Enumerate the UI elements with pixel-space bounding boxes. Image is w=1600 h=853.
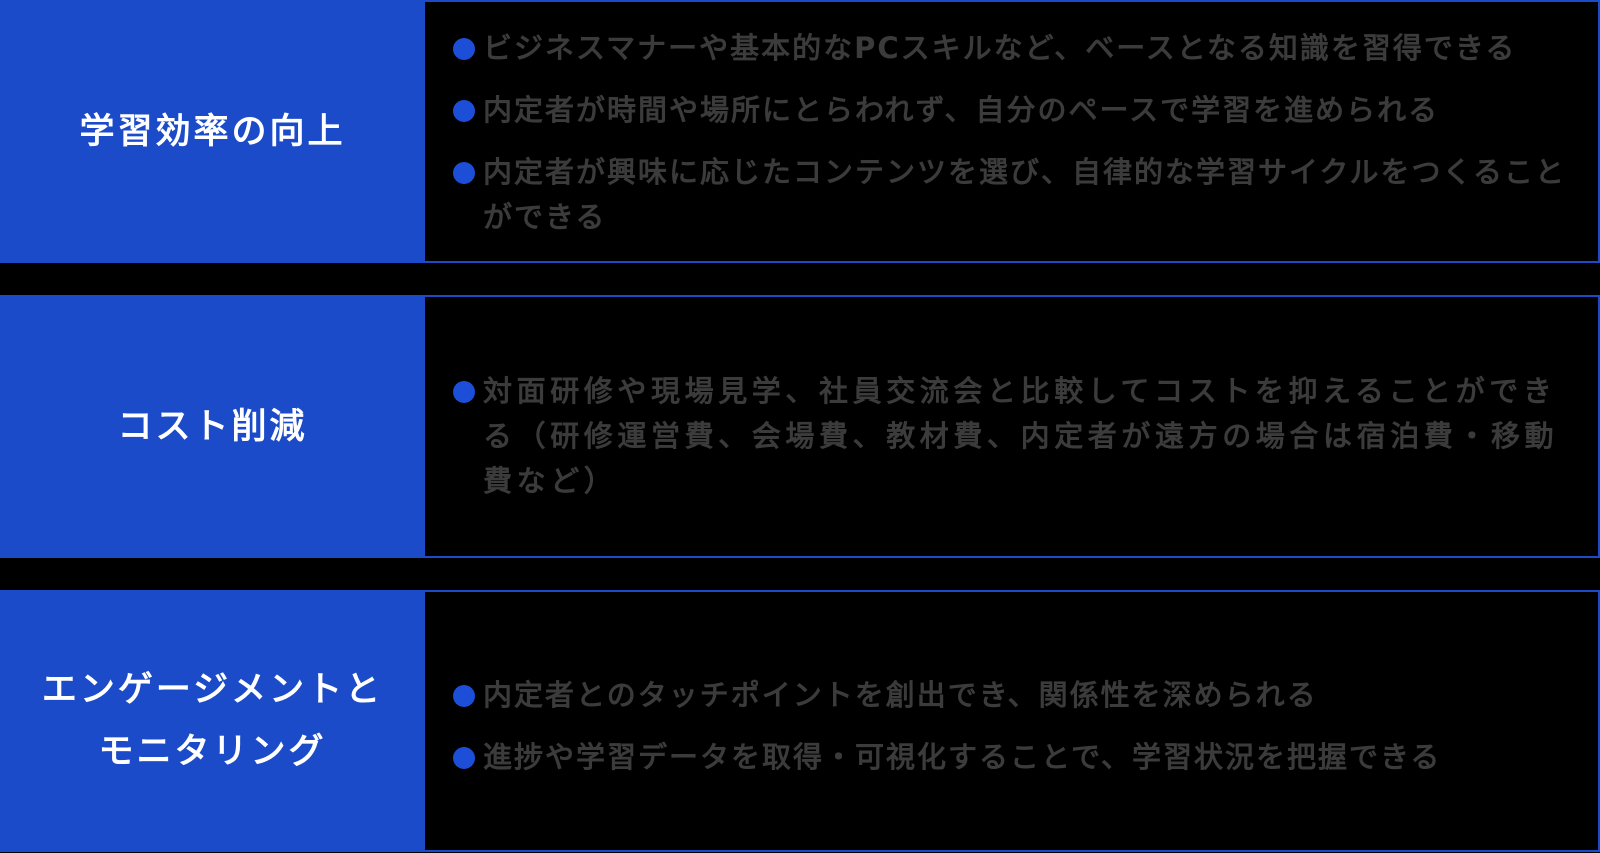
bullet-text: 内定者が時間や場所にとらわれず、自分のペースで学習を進められる <box>483 93 1440 127</box>
section-label: エンゲージメントと モニタリング <box>41 670 384 772</box>
section-content-box: 対面研修や現場見学、社員交流会と比較してコストを抑えることができる（研修運営費、… <box>425 295 1600 558</box>
bullet-text: ビジネスマナーや基本的なPCスキルなど、ベースとなる知識を習得できる <box>483 31 1517 65</box>
section-label-box: 学習効率の向上 <box>0 0 425 263</box>
bullet-dot-icon <box>453 100 475 122</box>
bullet-text: 対面研修や現場見学、社員交流会と比較してコストを抑えることができる（研修運営費、… <box>483 374 1559 498</box>
bullet-item: 対面研修や現場見学、社員交流会と比較してコストを抑えることができる（研修運営費、… <box>453 369 1578 504</box>
section-label: コスト削減 <box>117 406 308 447</box>
bullet-item: 内定者とのタッチポイントを創出でき、関係性を深められる <box>453 673 1578 718</box>
section-learning-efficiency: 学習効率の向上 ビジネスマナーや基本的なPCスキルなど、ベースとなる知識を習得で… <box>0 0 1600 263</box>
bullet-dot-icon <box>453 685 475 707</box>
bullet-item: 進捗や学習データを取得・可視化することで、学習状況を把握できる <box>453 735 1578 780</box>
section-label: 学習効率の向上 <box>79 111 346 152</box>
section-label-box: エンゲージメントと モニタリング <box>0 590 425 852</box>
bullet-dot-icon <box>453 162 475 184</box>
section-content-box: ビジネスマナーや基本的なPCスキルなど、ベースとなる知識を習得できる 内定者が時… <box>425 0 1600 263</box>
section-cost-reduction: コスト削減 対面研修や現場見学、社員交流会と比較してコストを抑えることができる（… <box>0 295 1600 558</box>
bullet-item: 内定者が時間や場所にとらわれず、自分のペースで学習を進められる <box>453 88 1578 133</box>
bullet-text: 内定者とのタッチポイントを創出でき、関係性を深められる <box>483 678 1318 712</box>
bullet-dot-icon <box>453 747 475 769</box>
bullet-text: 内定者が興味に応じたコンテンツを選び、自律的な学習サイクルをつくることができる <box>483 155 1566 234</box>
section-engagement-monitoring: エンゲージメントと モニタリング 内定者とのタッチポイントを創出でき、関係性を深… <box>0 590 1600 852</box>
bullet-item: ビジネスマナーや基本的なPCスキルなど、ベースとなる知識を習得できる <box>453 26 1578 71</box>
section-content-box: 内定者とのタッチポイントを創出でき、関係性を深められる 進捗や学習データを取得・… <box>425 590 1600 852</box>
bullet-dot-icon <box>453 381 475 403</box>
bullet-list: 対面研修や現場見学、社員交流会と比較してコストを抑えることができる（研修運営費、… <box>453 369 1578 521</box>
bullet-text: 進捗や学習データを取得・可視化することで、学習状況を把握できる <box>483 740 1442 774</box>
bullet-item: 内定者が興味に応じたコンテンツを選び、自律的な学習サイクルをつくることができる <box>453 150 1578 240</box>
bullet-list: ビジネスマナーや基本的なPCスキルなど、ベースとなる知識を習得できる 内定者が時… <box>453 26 1578 257</box>
bullet-list: 内定者とのタッチポイントを創出でき、関係性を深められる 進捗や学習データを取得・… <box>453 673 1578 797</box>
section-label-box: コスト削減 <box>0 295 425 558</box>
bullet-dot-icon <box>453 38 475 60</box>
